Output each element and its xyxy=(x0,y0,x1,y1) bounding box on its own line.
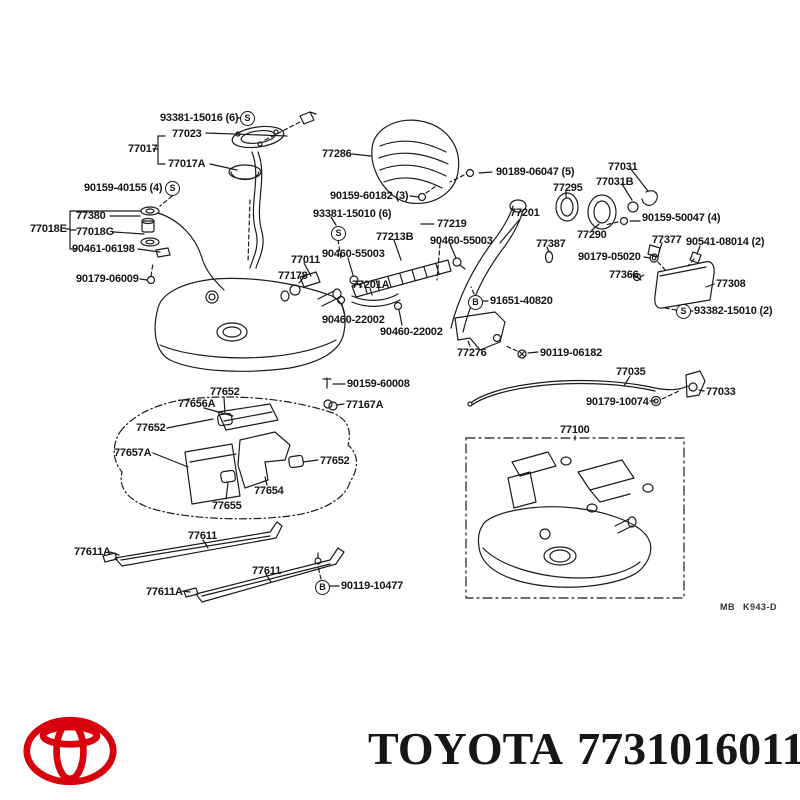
part-label: 77178 xyxy=(278,270,308,282)
part-label: 90159-60182 (3) xyxy=(330,190,409,202)
part-label: 77031B xyxy=(596,176,634,188)
footer-branding: TOYOTA 7731016011 xyxy=(0,700,800,800)
part-label: 77219 xyxy=(437,218,467,230)
part-label: 91651-40820 xyxy=(490,295,553,307)
circled-symbol-s: S xyxy=(240,111,255,126)
part-label: 90460-55003 xyxy=(322,248,385,260)
part-label: 90541-08014 (2) xyxy=(686,236,765,248)
part-label: 90159-40155 (4) xyxy=(84,182,163,194)
part-label: 77611A xyxy=(146,586,183,598)
toyota-logo-icon xyxy=(23,716,117,786)
part-label: 77201 xyxy=(510,207,540,219)
part-label: 77035 xyxy=(616,366,646,378)
part-label: 90460-22002 xyxy=(322,314,385,326)
exploded-parts-diagram: 93381-15016 (6) 77023 77017 77017A 90159-401… xyxy=(30,111,778,612)
part-label: 77655 xyxy=(212,500,242,512)
brand-title: TOYOTA 7731016011 xyxy=(368,722,800,775)
part-label: 93381-15010 (6) xyxy=(313,208,392,220)
part-label: 77656A xyxy=(178,398,216,410)
part-label: 77308 xyxy=(716,278,746,290)
diagram-line-art xyxy=(65,111,715,603)
part-label: 77295 xyxy=(553,182,583,194)
part-label: 90159-50047 (4) xyxy=(642,212,721,224)
fuel-hoses xyxy=(280,257,466,311)
part-label: 77018E xyxy=(30,223,67,235)
part-label: 77611A xyxy=(74,546,111,558)
part-label: 90119-10477 xyxy=(341,580,404,592)
figure-code: MB K943-D xyxy=(720,602,778,612)
part-label: 77023 xyxy=(172,128,202,140)
part-label: 77018G xyxy=(76,226,114,238)
part-label: 77276 xyxy=(457,347,487,359)
part-label: 90460-55003 xyxy=(430,235,493,247)
fuel-tank xyxy=(154,277,346,372)
circled-symbol-b: B xyxy=(315,580,330,595)
tank-protector xyxy=(113,396,358,520)
part-label: 77652 xyxy=(210,386,240,398)
part-label: 90179-05020 xyxy=(578,251,641,263)
boxed-assembly xyxy=(465,437,685,599)
part-label: 77213B xyxy=(376,231,414,243)
part-label: 77033 xyxy=(706,386,736,398)
part-label: 77652 xyxy=(136,422,166,434)
part-label: 77290 xyxy=(577,229,607,241)
part-label: 77611 xyxy=(188,530,217,542)
part-label: 90159-60008 xyxy=(347,378,410,390)
fuel-filler-door xyxy=(632,244,715,309)
part-label: 90179-10074 xyxy=(586,396,649,408)
part-label: 90461-06198 xyxy=(72,243,135,255)
part-label: 77366 xyxy=(609,269,639,281)
part-label: 93381-15016 (6) xyxy=(160,112,239,124)
pipe-bracket xyxy=(454,311,527,359)
part-label: 77017 xyxy=(128,143,158,155)
breather-fittings xyxy=(140,206,225,291)
part-label: 77201A xyxy=(352,279,390,291)
part-label: 90460-22002 xyxy=(380,326,443,338)
release-cable xyxy=(322,370,706,411)
part-label: 90189-06047 (5) xyxy=(496,166,575,178)
part-label: 77011 xyxy=(291,254,320,266)
part-label: 77652 xyxy=(320,455,350,467)
part-label: 77377 xyxy=(652,234,682,246)
circled-symbol-s: S xyxy=(165,181,180,196)
circled-symbol-s: S xyxy=(676,304,691,319)
circled-symbol-s: S xyxy=(331,226,346,241)
brand-make: TOYOTA xyxy=(368,723,564,774)
fuel-pump-assembly xyxy=(228,111,317,269)
part-label: 77100 xyxy=(560,424,590,436)
part-label: 77167A xyxy=(346,399,384,411)
brand-part-number: 7731016011 xyxy=(577,723,800,774)
circled-symbol-b: B xyxy=(468,295,483,310)
part-label: 90119-06182 xyxy=(540,347,603,359)
filler-pipe-shield xyxy=(371,119,475,204)
part-label: 77611 xyxy=(252,565,281,577)
part-label: 77387 xyxy=(536,238,566,250)
part-label: 77017A xyxy=(168,158,206,170)
tank-bands xyxy=(102,521,345,603)
part-label: 77380 xyxy=(76,210,106,222)
part-label: 77286 xyxy=(322,148,352,160)
part-label: 93382-15010 (2) xyxy=(694,305,773,317)
part-label: 77031 xyxy=(608,161,638,173)
part-label: 77654 xyxy=(254,485,284,497)
part-label: 77657A xyxy=(114,447,152,459)
part-label: 90179-06009 xyxy=(76,273,139,285)
